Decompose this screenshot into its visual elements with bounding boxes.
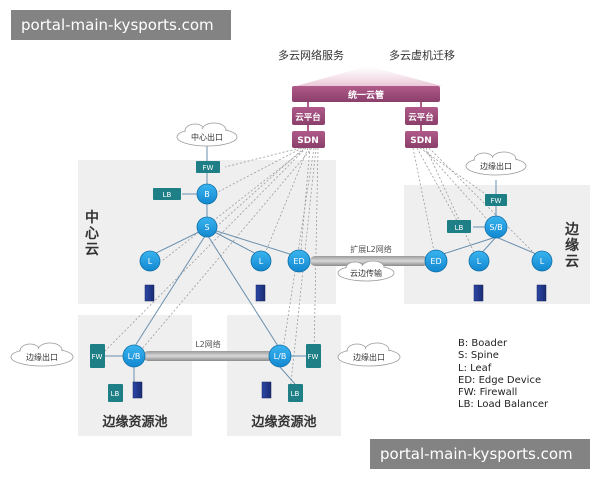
- lb-label-edge-cloud: LB: [455, 224, 464, 232]
- lb-label-pool-left: LB: [111, 390, 120, 398]
- lb-box-pool-right: [288, 384, 303, 402]
- node-label-s: S: [204, 223, 209, 232]
- node-leaf-border-pool-left: [122, 344, 146, 368]
- node-leaf-border-pool-right: [268, 344, 292, 368]
- node-label-l-1: L: [148, 257, 153, 266]
- node-label-b: B: [204, 190, 210, 199]
- node-edge-device-edge-cloud: [424, 249, 448, 273]
- sdn-label-right: SDN: [410, 136, 432, 146]
- lb-box-center: [153, 188, 181, 200]
- fw-label-edge-cloud: FW: [491, 197, 502, 205]
- management-fade-shape: [296, 66, 442, 86]
- header-multi-cloud-vm: 多云虚机迁移: [389, 48, 455, 62]
- lb-label-pool-right: LB: [291, 390, 300, 398]
- fw-label-pool-right: FW: [308, 353, 319, 361]
- node-leaf-center-2: [250, 250, 272, 272]
- svg-text:云: 云: [565, 254, 579, 270]
- legend-item: ED: Edge Device: [458, 374, 542, 386]
- label-edge-exit-right: 边缘出口: [353, 352, 385, 362]
- watermark-bottom: portal-main-kysports.com: [370, 439, 590, 469]
- legend-item: B: Boader: [458, 338, 508, 349]
- server-icon: [144, 284, 155, 302]
- fw-label-center: FW: [203, 164, 214, 172]
- topology-links: [105, 145, 542, 385]
- region-title-pool-right: 边缘资源池: [250, 414, 316, 430]
- l2-network-tube: [143, 351, 273, 361]
- node-label-lb-right: L/B: [274, 352, 287, 361]
- node-leaf-edge-cloud-2: [531, 250, 553, 272]
- node-leaf-edge-cloud-1: [468, 250, 490, 272]
- node-spine-center: [196, 216, 218, 238]
- server-icon: [261, 381, 272, 399]
- unified-cloud-mgmt-bar: [292, 86, 440, 102]
- svg-text:心: 心: [85, 226, 99, 242]
- sdn-box-left: [292, 131, 325, 148]
- lb-box-edge-cloud: [447, 220, 471, 233]
- region-title-pool-left: 边缘资源池: [101, 414, 167, 430]
- fw-box-center: [196, 161, 220, 173]
- server-icon: [473, 284, 484, 302]
- cloud-center-exit: [176, 122, 238, 147]
- svg-text:缘: 缘: [565, 237, 579, 254]
- region-title-center: 中 心 云: [85, 209, 99, 258]
- fw-box-pool-right: [306, 344, 321, 368]
- server-icon: [132, 381, 143, 399]
- cloud-edge-exit-top: [465, 151, 527, 176]
- node-leaf-center-1: [139, 250, 161, 272]
- legend-item: L: Leaf: [458, 362, 492, 374]
- legend-item: LB: Load Balancer: [458, 399, 549, 411]
- label-cloud-edge-transfer: 云边传输: [350, 268, 382, 278]
- svg-text:边: 边: [564, 222, 580, 238]
- legend-item: FW: Firewall: [458, 387, 518, 399]
- node-label-l-3: L: [477, 257, 482, 266]
- fw-box-edge-cloud: [485, 194, 507, 206]
- node-label-sb: S/B: [489, 223, 502, 232]
- region-title-edge-cloud: 边 缘 云: [564, 222, 580, 270]
- svg-text:云: 云: [85, 242, 99, 258]
- cloud-platform-box-left: [292, 107, 325, 125]
- servers: [132, 284, 547, 399]
- node-spine-border-edge-cloud: [484, 215, 508, 239]
- server-icon: [536, 284, 547, 302]
- sdn-box-right: [405, 131, 438, 148]
- header-multi-cloud-network: 多云网络服务: [278, 48, 344, 62]
- unified-mgmt-label: 统一云管: [348, 89, 384, 101]
- node-label-ed-edge: ED: [430, 257, 441, 266]
- node-label-l-4: L: [540, 257, 545, 266]
- node-label-lb-left: L/B: [128, 352, 141, 361]
- node-border-center: [196, 183, 218, 205]
- lb-label-center: LB: [163, 191, 172, 199]
- lb-box-pool-left: [108, 384, 123, 402]
- fw-label-pool-left: FW: [92, 353, 103, 361]
- cloud-edge-exit-right: [337, 342, 401, 367]
- cloud-cloud-edge-transfer: [337, 260, 395, 282]
- label-l2-network: L2网络: [195, 339, 221, 349]
- node-edge-device-center: [287, 249, 311, 273]
- edge-pool-left-region: [78, 315, 192, 436]
- legend: B: Boader S: Spine L: Leaf ED: Edge Devi…: [458, 338, 548, 412]
- label-center-exit: 中心出口: [191, 132, 223, 142]
- watermark-top: portal-main-kysports.com: [11, 10, 231, 40]
- label-edge-exit-left: 边缘出口: [26, 352, 58, 362]
- cloud-platform-label-left: 云平台: [295, 112, 321, 123]
- label-extend-l2: 扩展L2网络: [350, 244, 392, 254]
- label-edge-exit-top: 边缘出口: [480, 161, 512, 171]
- fw-box-pool-left: [90, 344, 105, 368]
- cloud-edge-exit-left: [10, 342, 74, 367]
- node-label-ed-center: ED: [293, 257, 304, 266]
- node-label-l-2: L: [259, 257, 264, 266]
- svg-text:中: 中: [85, 209, 99, 226]
- legend-item: S: Spine: [458, 350, 499, 362]
- edge-pool-right-region: [227, 315, 341, 436]
- server-icon: [255, 284, 266, 302]
- sdn-label-left: SDN: [297, 136, 319, 146]
- cloud-platform-label-right: 云平台: [408, 112, 434, 123]
- cloud-platform-box-right: [405, 107, 438, 125]
